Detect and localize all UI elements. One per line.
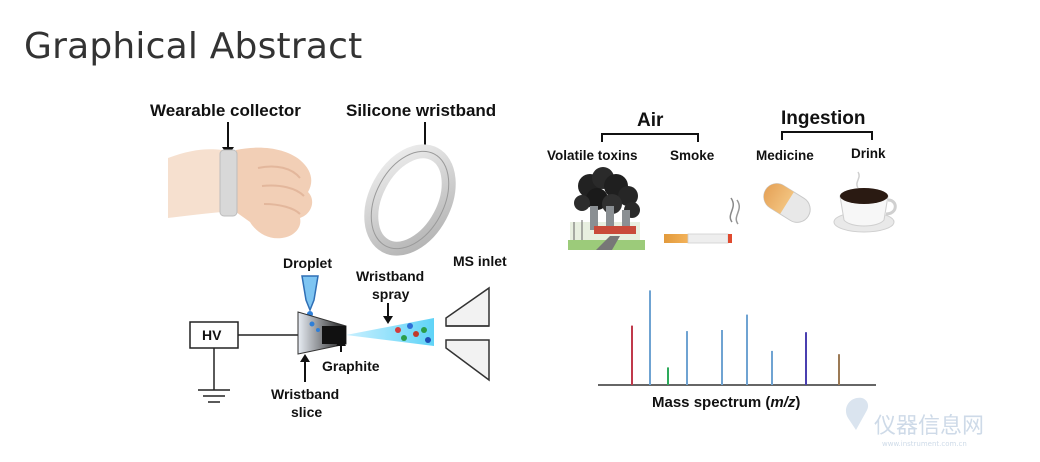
wristband-spray-label-line2: spray bbox=[372, 286, 410, 302]
ion-dots bbox=[395, 323, 431, 343]
page-title: Graphical Abstract bbox=[24, 26, 363, 67]
silicone-wristband-illustration bbox=[364, 144, 456, 256]
spray-plume bbox=[346, 318, 434, 346]
ground-icon bbox=[198, 389, 230, 403]
mass-spectrum-mz: m/z bbox=[770, 394, 796, 411]
ingestion-bracket bbox=[781, 131, 873, 140]
mass-spectrum-label: Mass spectrum (m/z) bbox=[652, 394, 800, 411]
air-label: Air bbox=[637, 110, 664, 131]
mass-spectrum bbox=[598, 290, 876, 386]
droplet-dot bbox=[316, 328, 320, 332]
ms-inlet-label: MS inlet bbox=[453, 253, 507, 269]
wearable-collector-label: Wearable collector bbox=[150, 101, 301, 120]
drink-label: Drink bbox=[851, 146, 886, 161]
graphite-arrow-head bbox=[336, 338, 346, 346]
mass-spectrum-suffix: ) bbox=[795, 394, 800, 411]
hv-label: HV bbox=[202, 327, 222, 343]
slice-arrow-head bbox=[300, 354, 310, 362]
silicone-wristband-label: Silicone wristband bbox=[346, 101, 496, 120]
factory-icon bbox=[568, 167, 645, 250]
cigarette-icon bbox=[664, 197, 741, 244]
graphite-label: Graphite bbox=[322, 358, 380, 374]
ingestion-label: Ingestion bbox=[781, 108, 865, 129]
ms-inlet-illustration bbox=[445, 286, 490, 382]
wristband-slice-label-line1: Wristband bbox=[271, 386, 339, 402]
droplet-dot bbox=[309, 321, 315, 327]
hv-box bbox=[189, 321, 239, 349]
watermark-text: 仪器信息网 bbox=[874, 414, 984, 439]
pill-icon bbox=[763, 183, 811, 223]
wearable-band bbox=[219, 149, 238, 217]
graphite-tip bbox=[322, 326, 346, 344]
watermark-logo: 仪器信息网 www.instrument.com.cn bbox=[845, 397, 984, 448]
hand-illustration bbox=[168, 147, 313, 239]
wristband-spray-label-line1: Wristband bbox=[356, 268, 424, 284]
pipette-icon bbox=[301, 275, 319, 317]
wristband-slice-label-line2: slice bbox=[291, 404, 322, 420]
droplet-label: Droplet bbox=[283, 255, 332, 271]
smoke-label: Smoke bbox=[670, 148, 715, 163]
air-bracket bbox=[601, 133, 699, 142]
medicine-label: Medicine bbox=[756, 148, 814, 163]
volatile-toxins-label: Volatile toxins bbox=[547, 148, 638, 163]
spray-arrow-head bbox=[383, 316, 393, 324]
mass-spectrum-prefix: Mass spectrum ( bbox=[652, 394, 770, 411]
watermark-subtext: www.instrument.com.cn bbox=[882, 440, 967, 448]
coffee-cup-icon bbox=[833, 171, 897, 233]
